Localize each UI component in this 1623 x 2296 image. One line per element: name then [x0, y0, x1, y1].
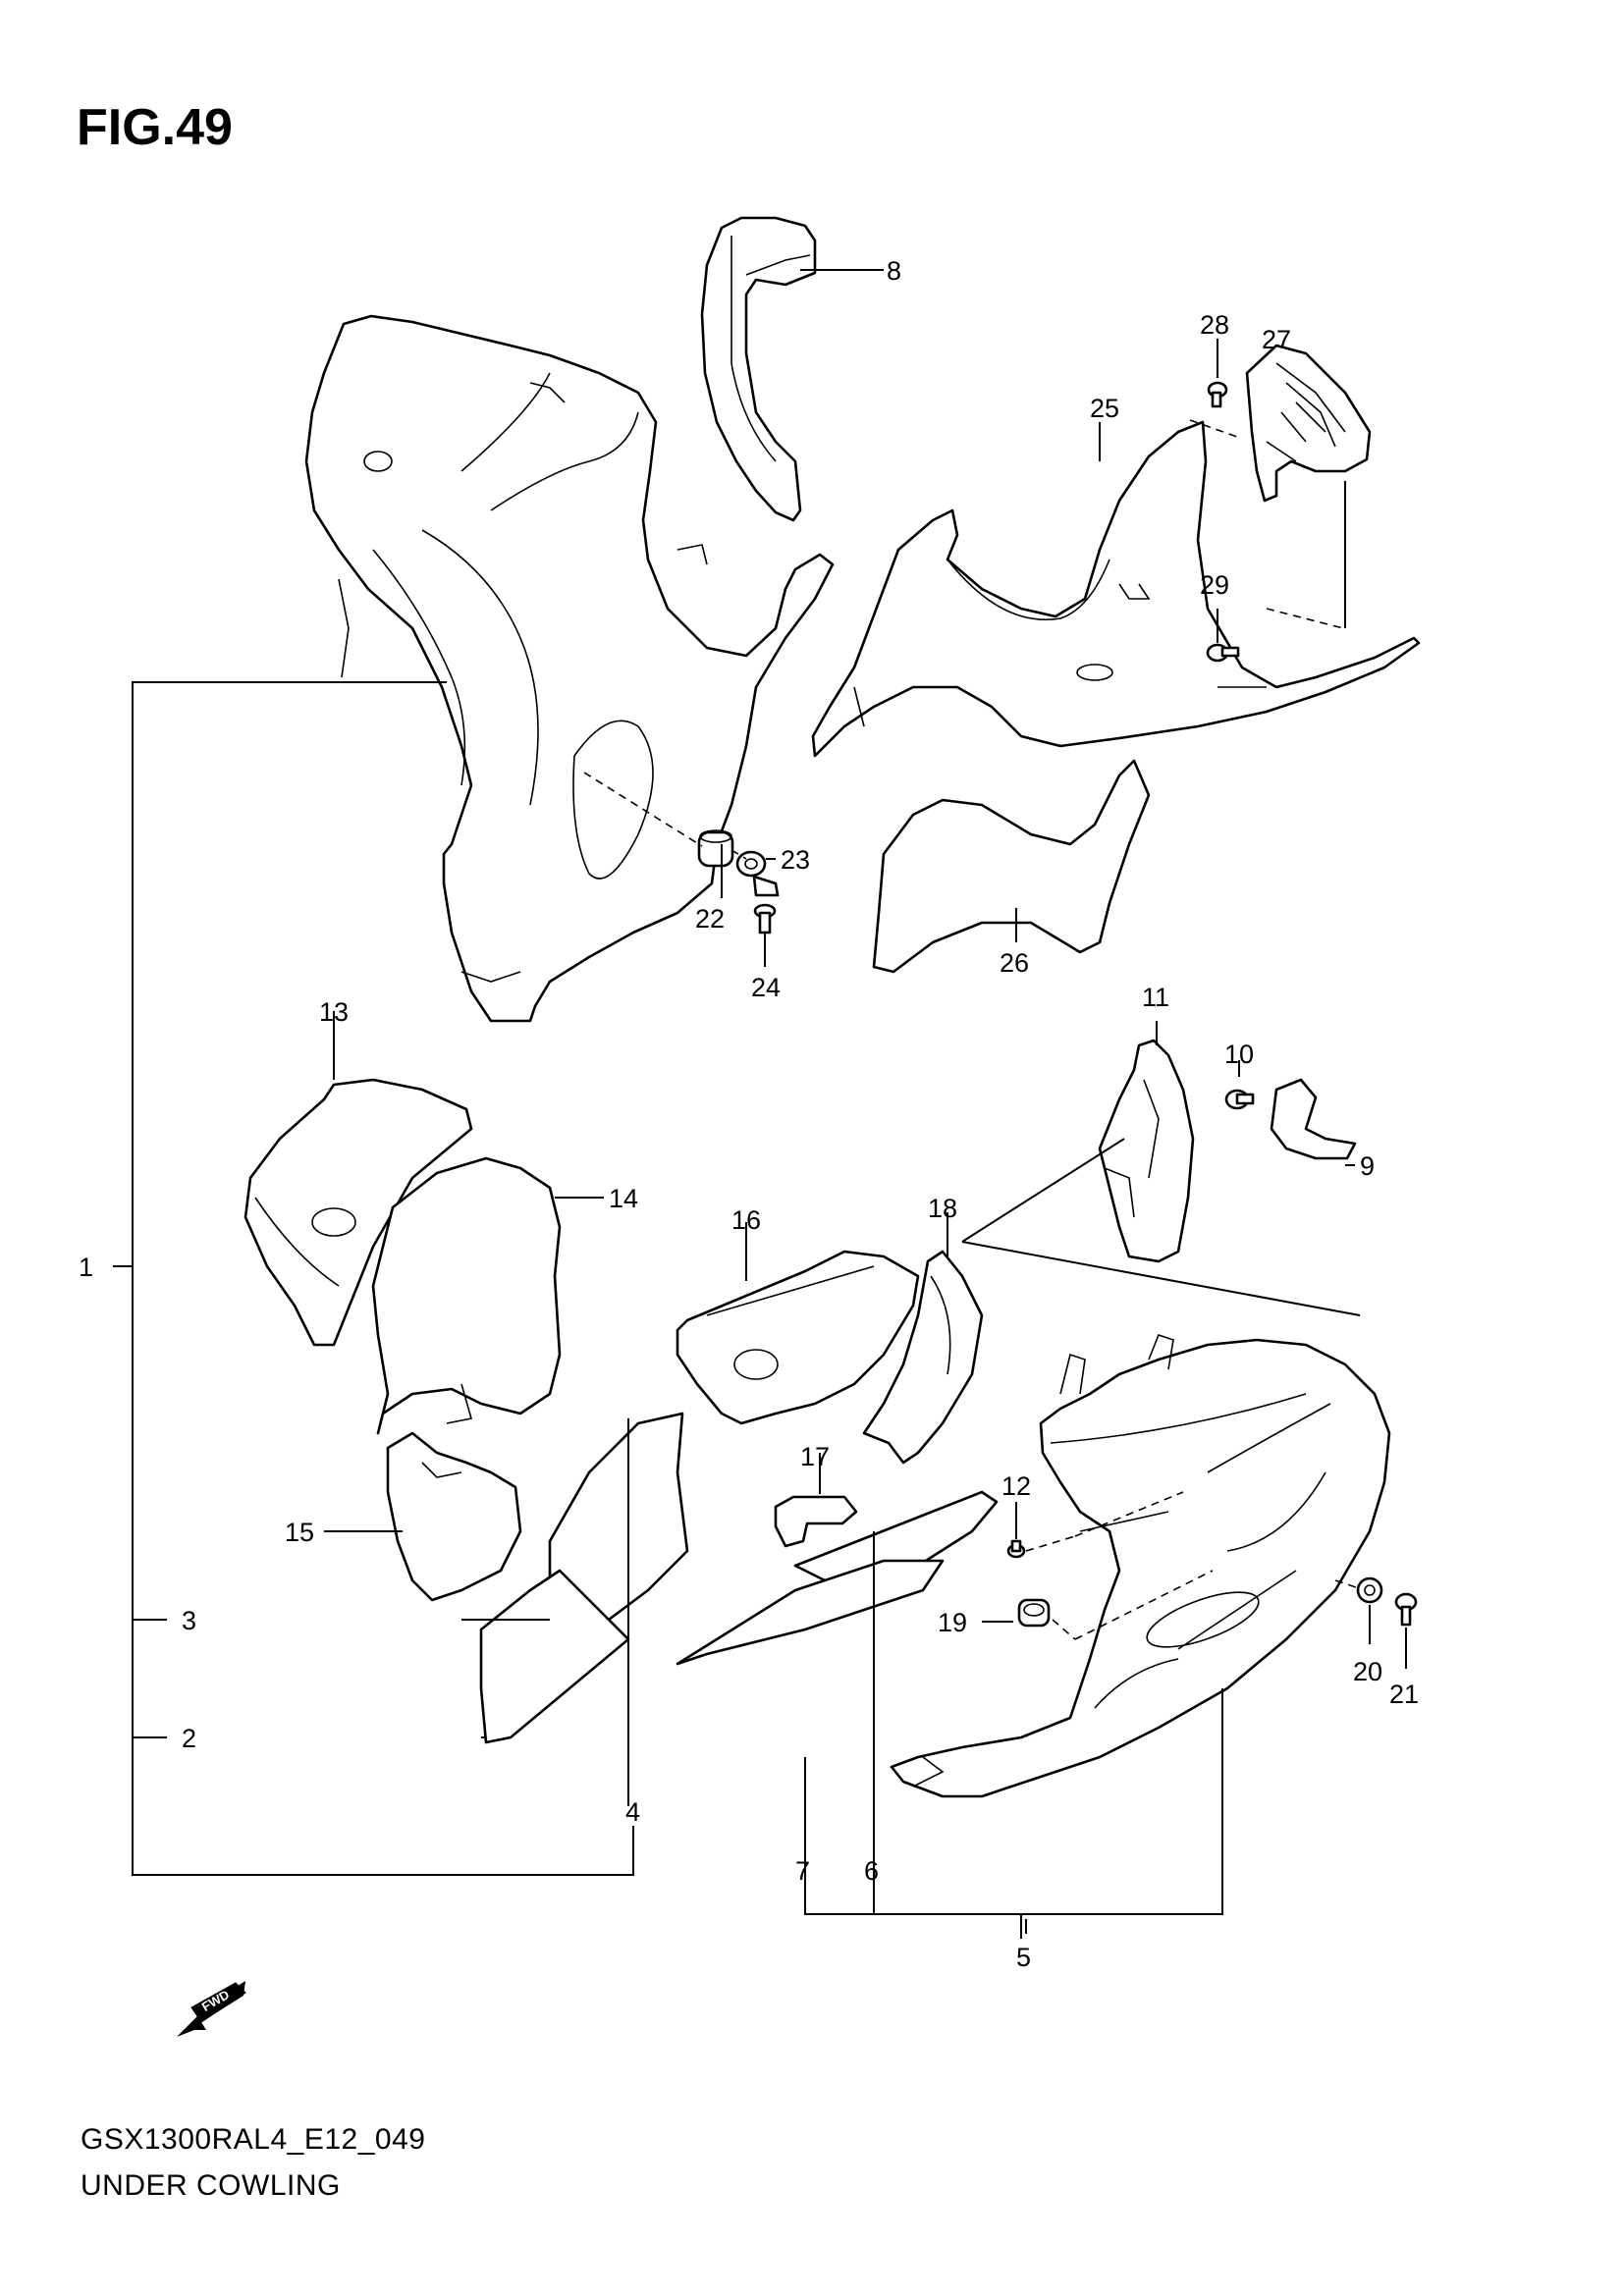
callout-15: 15	[285, 1518, 314, 1547]
callout-17: 17	[800, 1442, 830, 1471]
callout-21: 21	[1389, 1680, 1419, 1709]
callout-10: 10	[1224, 1040, 1254, 1069]
section-name: UNDER COWLING	[81, 2169, 341, 2202]
callout-24: 24	[751, 973, 781, 1002]
part-panel-16	[676, 1250, 920, 1425]
part-bracket-9	[1270, 1078, 1357, 1160]
part-washer-23	[735, 850, 780, 897]
part-bracket-27	[1245, 344, 1372, 503]
callout-14: 14	[609, 1184, 638, 1213]
model-code: GSX1300RAL4_E12_049	[81, 2123, 426, 2156]
callout-12: 12	[1001, 1471, 1031, 1501]
part-panel-13	[243, 1078, 473, 1347]
callout-labels: 1 2 3 4 5 6 7 8 9 10 11 12 13 14 15 16 1…	[79, 256, 1419, 1972]
callout-1: 1	[79, 1253, 93, 1282]
callout-18: 18	[928, 1194, 957, 1223]
callout-25: 25	[1090, 394, 1119, 423]
callout-7: 7	[795, 1856, 810, 1886]
part-bolt-29	[1206, 643, 1240, 663]
callout-22: 22	[695, 904, 725, 934]
part-panel-15	[386, 1431, 522, 1602]
callout-6: 6	[864, 1856, 879, 1886]
part-cowling-25	[811, 420, 1421, 758]
part-panel-14	[371, 1156, 562, 1435]
part-bolt-10	[1224, 1089, 1255, 1110]
part-bracket-11	[1098, 1039, 1195, 1263]
callout-3: 3	[182, 1606, 196, 1635]
callout-23: 23	[781, 845, 810, 875]
callout-4: 4	[625, 1797, 640, 1827]
part-bolt-12	[1006, 1539, 1026, 1559]
callout-2: 2	[182, 1724, 196, 1753]
figure-title: FIG.49	[77, 99, 233, 156]
callout-27: 27	[1262, 325, 1291, 354]
callout-20: 20	[1353, 1657, 1382, 1686]
callout-16: 16	[731, 1205, 761, 1235]
part-panel-26	[872, 759, 1151, 974]
callout-8: 8	[887, 256, 901, 286]
callout-28: 28	[1200, 310, 1229, 340]
part-bolt-28	[1207, 381, 1228, 408]
callout-5: 5	[1016, 1943, 1031, 1972]
callout-19: 19	[938, 1608, 967, 1637]
part-bolt-24	[753, 903, 777, 934]
callout-9: 9	[1360, 1151, 1375, 1181]
callout-26: 26	[1000, 948, 1029, 978]
part-grommet-22	[697, 829, 734, 868]
part-clip-17	[774, 1495, 858, 1548]
part-grommet-20	[1356, 1576, 1383, 1604]
part-panel-18	[862, 1250, 984, 1465]
part-bolt-21	[1394, 1592, 1418, 1627]
part-bracket-8	[700, 216, 817, 522]
part-lower-cowling-5	[890, 1334, 1391, 1798]
callout-29: 29	[1200, 570, 1229, 600]
callout-11: 11	[1142, 983, 1169, 1012]
part-panel-7	[676, 1559, 945, 1666]
part-nut-19	[1017, 1598, 1051, 1628]
callout-13: 13	[319, 997, 349, 1027]
fwd-arrow-icon: FWD	[177, 1981, 246, 2037]
